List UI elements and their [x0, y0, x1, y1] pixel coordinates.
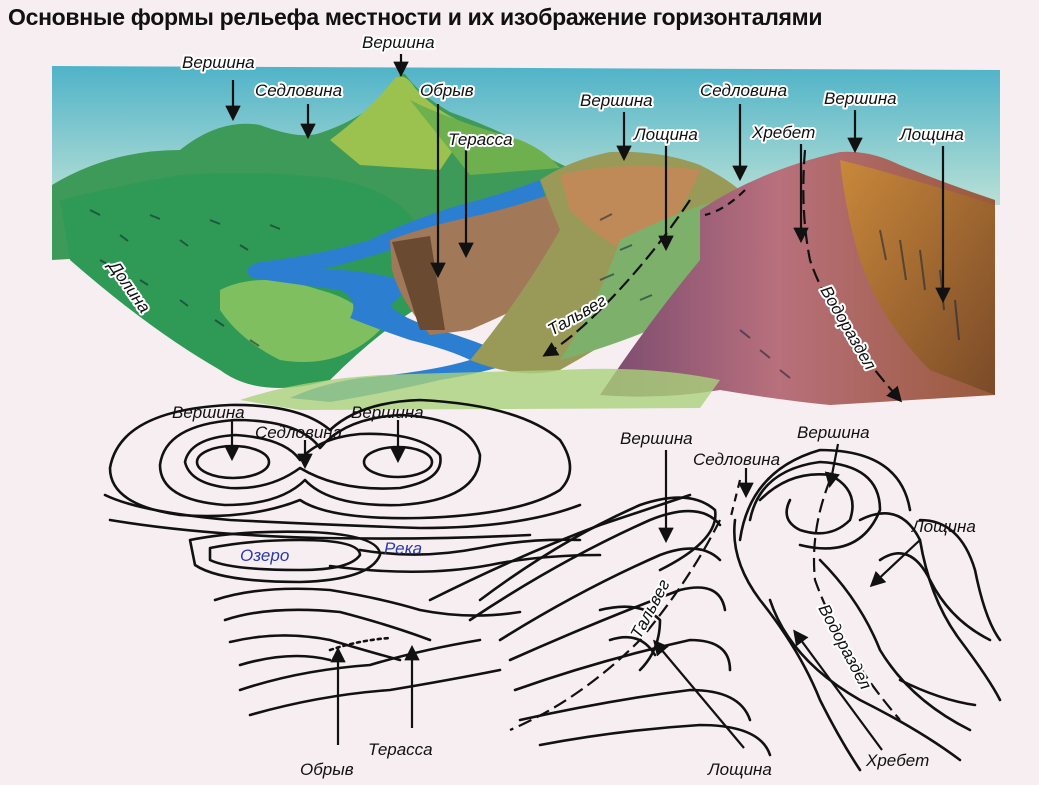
contour-label-summit-left: Вершина: [172, 403, 245, 422]
contour-label-lake: Озеро: [240, 546, 289, 565]
label-summit-mid: Вершина: [580, 91, 653, 110]
contour-label-watershed: Водораздел: [814, 601, 875, 693]
center-peak: [330, 76, 470, 170]
contour-label-river: Река: [384, 539, 422, 558]
contour-label-terrace: Терасса: [368, 740, 433, 759]
contour-label-summit-center: Вершина: [351, 403, 424, 422]
contour-label-saddle-right: Седловина: [693, 450, 780, 469]
label-hollow-right: Лощина: [899, 125, 964, 144]
label-summit-left: Вершина: [182, 53, 255, 72]
label-hollow-mid: Лощина: [633, 125, 698, 144]
label-summit-right: Вершина: [824, 89, 897, 108]
contour-map: Вершина Седловина Вершина Вершина Седлов…: [103, 398, 1002, 779]
contour-label-cliff: Обрыв: [300, 760, 354, 779]
label-saddle-right: Седловина: [700, 81, 787, 100]
river: [247, 180, 545, 402]
label-terrace: Терасса: [448, 130, 513, 149]
landscape-illustration: Вершина Седловина Вершина Обрыв Терасса …: [52, 31, 1000, 410]
contour-label-saddle-left: Седловина: [255, 423, 342, 442]
label-summit-center: Вершина: [362, 33, 435, 52]
contour-label-hollow-right: Лощина: [911, 517, 976, 536]
cliff-block: [390, 185, 590, 335]
contour-label-ridge: Хребет: [865, 751, 929, 770]
label-cliff: Обрыв: [420, 81, 474, 100]
contour-label-summit-right: Вершина: [797, 423, 870, 442]
meadow: [240, 368, 720, 410]
label-saddle-left: Седловина: [255, 81, 342, 100]
label-ridge: Хребет: [751, 123, 815, 142]
page-title: Основные формы рельефа местности и их из…: [8, 4, 823, 30]
contour-label-hollow-bottom: Лощина: [707, 760, 772, 779]
contour-label-summit-mid: Вершина: [620, 429, 693, 448]
